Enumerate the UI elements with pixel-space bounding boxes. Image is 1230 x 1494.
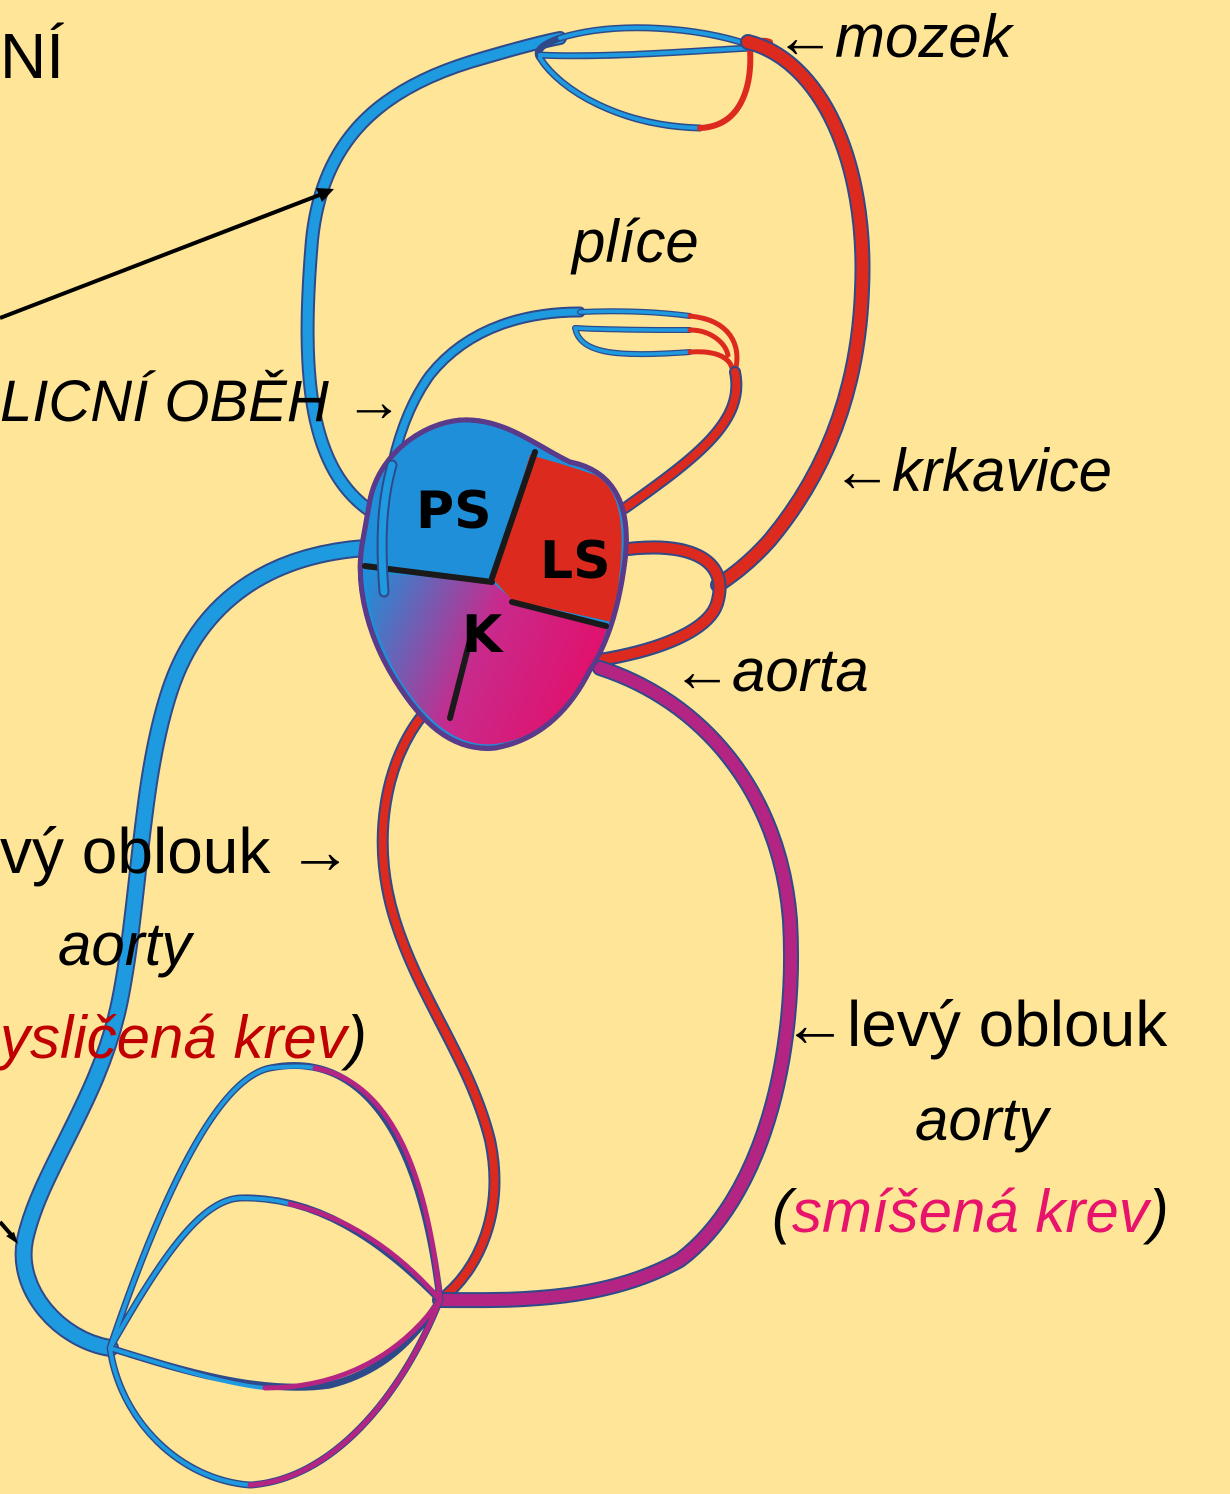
label-krkavice: ←krkavice: [832, 437, 1112, 504]
label-mozek: ←mozek: [775, 3, 1015, 70]
label-top-left: NÍ: [0, 20, 64, 92]
label-levy-krev: (smíšená krev): [772, 1178, 1169, 1245]
pulmonary-vein: [625, 372, 736, 508]
heart-label-ps: PS: [416, 481, 492, 541]
heart-label-k: K: [462, 605, 504, 665]
label-pravy-aorty: aorty: [58, 911, 195, 978]
body-capillaries: [110, 1066, 440, 1485]
label-pravy-oblouk: vý oblouk →: [0, 815, 352, 887]
heart-label-ls: LS: [540, 531, 611, 591]
label-aorta: ←aorta: [672, 637, 869, 704]
label-pravy-krev-word: ená krev: [117, 1004, 350, 1071]
label-pravy-krev-prefix: yslič: [0, 1004, 117, 1071]
heart: PS LS K: [360, 420, 626, 748]
label-levy-aorty: aorty: [915, 1086, 1052, 1153]
label-pravy-krev: ysličená krev): [0, 1004, 367, 1071]
label-plicni-obeh: LICNÍ OBĚH →: [0, 369, 403, 434]
right-aortic-arch: [383, 712, 495, 1300]
label-levy-oblouk: ←levý oblouk: [783, 988, 1168, 1060]
brain-capillaries: [538, 28, 750, 128]
label-levy-krev-word: smíšená krev: [792, 1178, 1152, 1245]
label-plice: plíce: [570, 208, 699, 275]
